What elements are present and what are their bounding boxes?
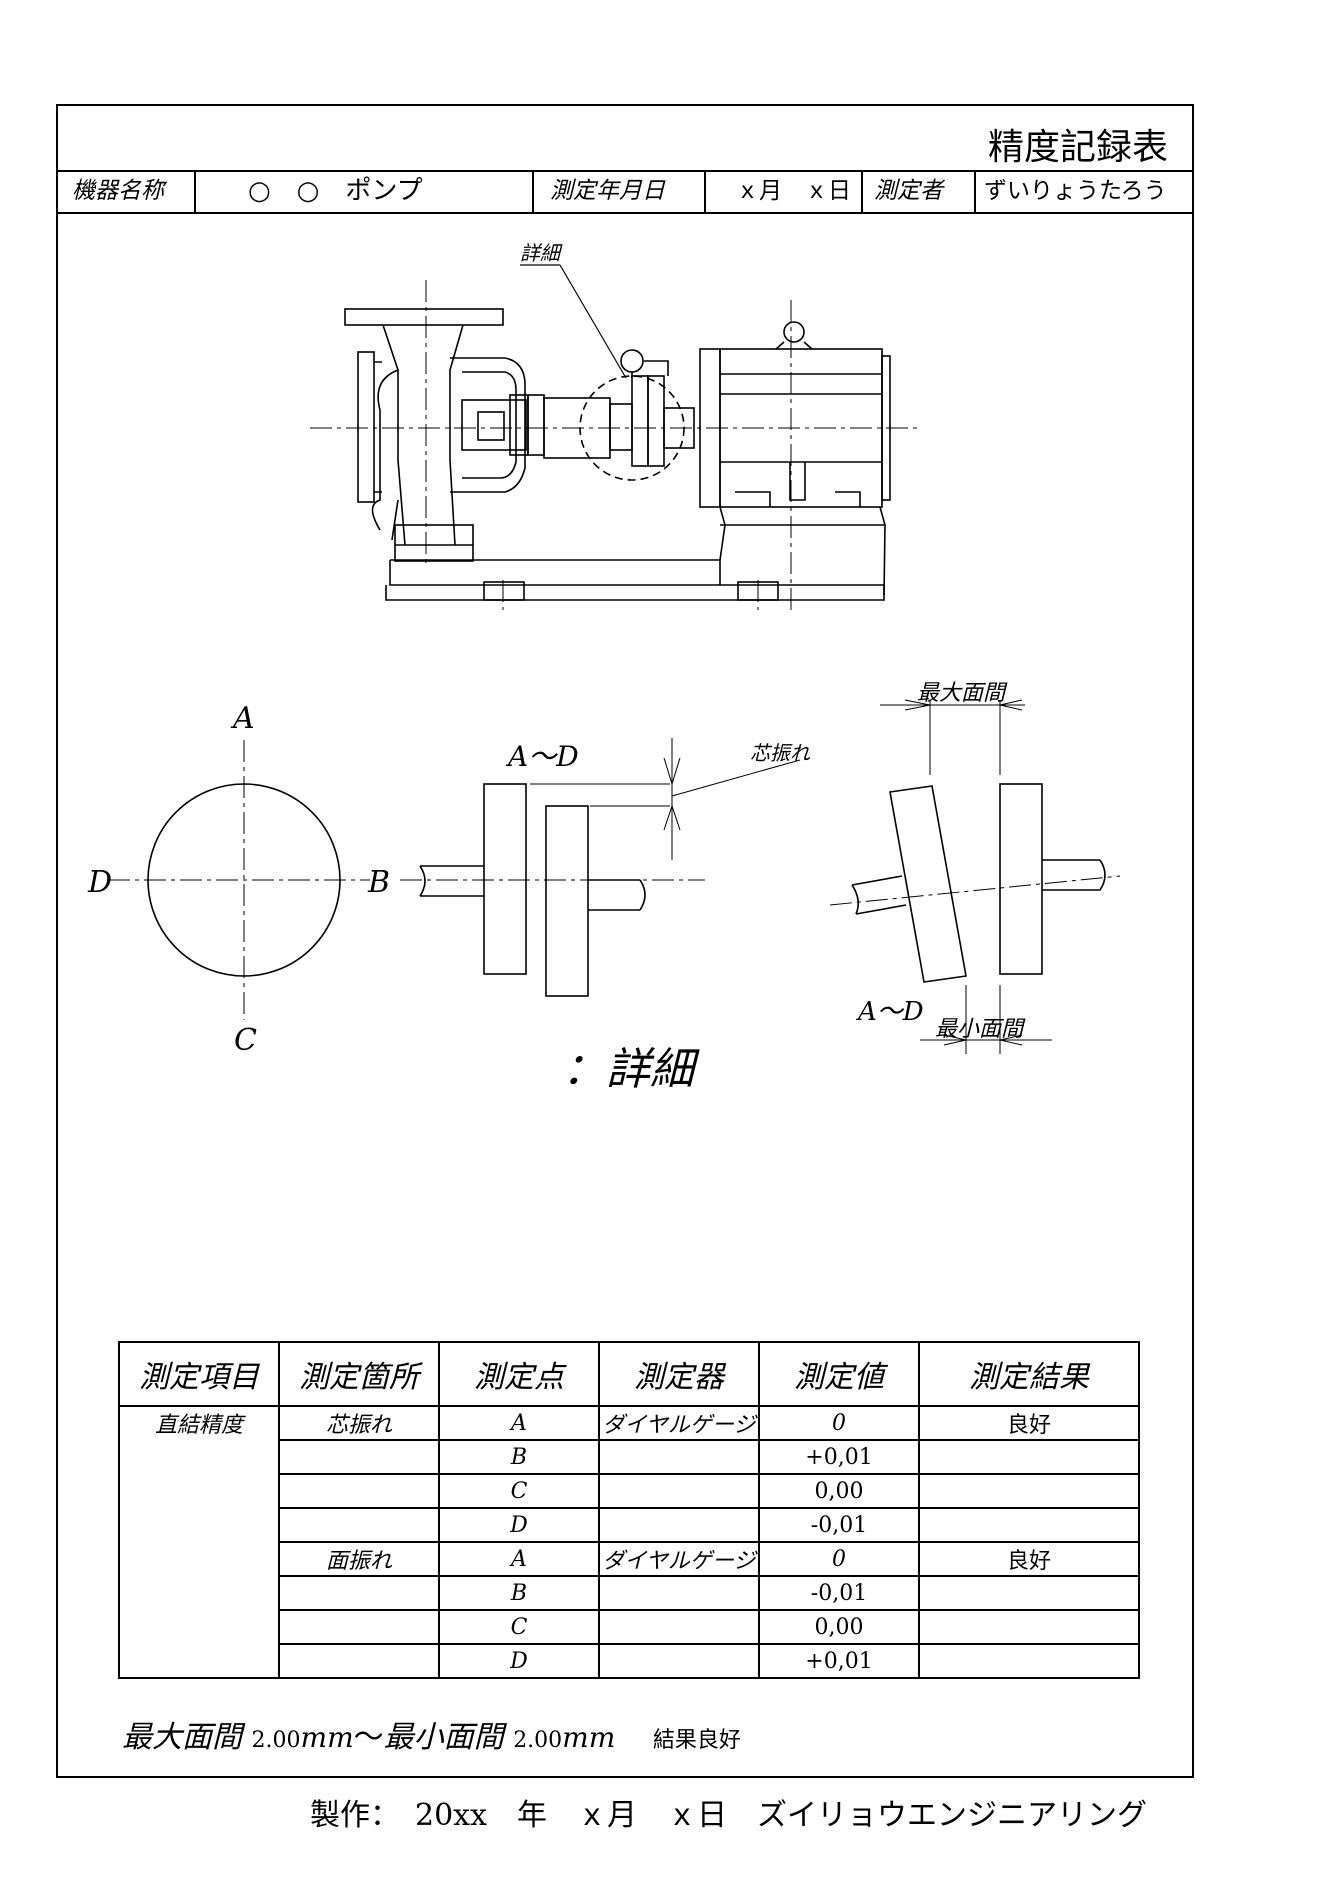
header-measurement-location: 測定箇所 — [278, 1341, 440, 1407]
instrument-cell — [598, 1439, 760, 1475]
a-to-d-label-2: A～D — [856, 997, 924, 1027]
max-face-gap-label: 最大面間 — [917, 681, 1008, 706]
point-cell: B — [438, 1439, 600, 1475]
value-cell: 0 — [758, 1405, 920, 1441]
header-sep-5 — [974, 170, 976, 212]
summary-min-label: 最小面間 — [383, 1720, 504, 1755]
summary-line: 最大面間 2.00mm～最小面間 2.00mm 結果良好 — [122, 1712, 741, 1756]
instrument-cell — [598, 1507, 760, 1543]
detail-callout-label: 詳細 — [520, 241, 563, 265]
value-cell: +0,01 — [758, 1643, 920, 1679]
table-row: 面振れ A ダイヤルゲージ 0 良好 — [119, 1541, 1140, 1577]
table-row: B +0,01 — [119, 1439, 1140, 1475]
pump-assembly-drawing: 詳細 A B C D A～D 芯振れ — [87, 241, 1121, 1095]
measurer-value: ずいりょうたろう — [984, 178, 1167, 204]
header-divider-bottom — [58, 212, 1192, 214]
instrument-cell — [598, 1575, 760, 1611]
measurement-date-label: 測定年月日 — [550, 178, 665, 204]
result-cell: 良好 — [918, 1405, 1140, 1441]
instrument-cell — [598, 1643, 760, 1679]
summary-max-unit: mm — [300, 1721, 354, 1754]
value-cell: +0,01 — [758, 1439, 920, 1475]
instrument-cell: ダイヤルゲージ — [598, 1541, 760, 1577]
point-cell: C — [438, 1473, 600, 1509]
result-cell — [918, 1575, 1140, 1611]
location-cell — [278, 1609, 440, 1645]
item-cell: 直結精度 — [118, 1405, 280, 1679]
header-instrument: 測定器 — [598, 1341, 760, 1407]
table-row: 直結精度 芯振れ A ダイヤルゲージ 0 良好 — [118, 1405, 1140, 1679]
result-cell — [918, 1439, 1140, 1475]
core-runout-label: 芯振れ — [750, 741, 811, 765]
value-cell: 0 — [758, 1541, 920, 1577]
header-result: 測定結果 — [918, 1341, 1140, 1407]
point-b-label: B — [367, 865, 390, 900]
value-cell: -0,01 — [758, 1507, 920, 1543]
location-cell — [278, 1643, 440, 1679]
measurement-date-value: ｘ月 ｘ日 — [736, 178, 851, 204]
detail-caption: ：詳細 — [562, 1044, 700, 1095]
record-frame: 精度記録表 機器名称 ○ ○ ポンプ 測定年月日 ｘ月 ｘ日 測定者 ずいりょう… — [56, 104, 1194, 1778]
header-sep-1 — [194, 170, 196, 212]
summary-max-value: 2.00 — [251, 1728, 301, 1753]
header-sep-3 — [704, 170, 706, 212]
header-sep-4 — [861, 170, 863, 212]
summary-min-value: 2.00 — [513, 1728, 563, 1753]
point-d-label: D — [87, 865, 112, 900]
point-a-label: A — [230, 701, 255, 736]
result-cell — [918, 1507, 1140, 1543]
value-cell: -0,01 — [758, 1575, 920, 1611]
table-row: D +0,01 — [119, 1643, 1140, 1679]
result-cell: 良好 — [918, 1541, 1140, 1577]
table-row: C 0,00 — [119, 1609, 1140, 1645]
equipment-name-label: 機器名称 — [72, 178, 164, 204]
result-cell — [918, 1609, 1140, 1645]
table-row: B -0,01 — [119, 1575, 1140, 1611]
header-measurement-item: 測定項目 — [118, 1341, 280, 1407]
measurement-table: 測定項目 測定箇所 測定点 測定器 測定値 測定結果 直結精度 芯振れ A ダイ… — [118, 1341, 1140, 1679]
point-cell: D — [438, 1643, 600, 1679]
equipment-name-value: ○ ○ ポンプ — [248, 176, 423, 206]
document-title: 精度記録表 — [987, 127, 1168, 168]
point-c-label: C — [234, 1023, 257, 1058]
header-sep-2 — [532, 170, 534, 212]
result-cell — [918, 1473, 1140, 1509]
table-header-row: 測定項目 測定箇所 測定点 測定器 測定値 測定結果 — [118, 1341, 1140, 1407]
location-cell — [278, 1575, 440, 1611]
location-cell — [278, 1439, 440, 1475]
point-cell: D — [438, 1507, 600, 1543]
value-cell: 0,00 — [758, 1609, 920, 1645]
point-cell: B — [438, 1575, 600, 1611]
measurer-label: 測定者 — [874, 178, 943, 204]
instrument-cell — [598, 1609, 760, 1645]
point-cell: A — [438, 1405, 600, 1441]
value-cell: 0,00 — [758, 1473, 920, 1509]
summary-result: 結果良好 — [652, 1728, 741, 1753]
table-row: D -0,01 — [119, 1507, 1140, 1543]
point-cell: A — [438, 1541, 600, 1577]
summary-separator: ～ — [353, 1720, 384, 1755]
header-measured-value: 測定値 — [758, 1341, 920, 1407]
location-cell — [278, 1507, 440, 1543]
summary-max-label: 最大面間 — [122, 1720, 242, 1755]
instrument-cell: ダイヤルゲージ — [598, 1405, 760, 1441]
instrument-cell — [598, 1473, 760, 1509]
summary-min-unit: mm — [562, 1721, 616, 1754]
footer-credit: 製作： 20xx 年 ｘ月 ｘ日 ズイリョウエンジニアリング — [310, 1798, 1148, 1833]
a-to-d-label-1: A～D — [505, 740, 579, 773]
location-cell: 面振れ — [278, 1541, 440, 1577]
header-divider-top — [58, 170, 1192, 172]
location-cell: 芯振れ — [278, 1405, 440, 1441]
location-cell — [278, 1473, 440, 1509]
min-face-gap-label: 最小面間 — [935, 1017, 1026, 1042]
point-cell: C — [438, 1609, 600, 1645]
table-row: C 0,00 — [119, 1473, 1140, 1509]
result-cell — [918, 1643, 1140, 1679]
header-measurement-point: 測定点 — [438, 1341, 600, 1407]
